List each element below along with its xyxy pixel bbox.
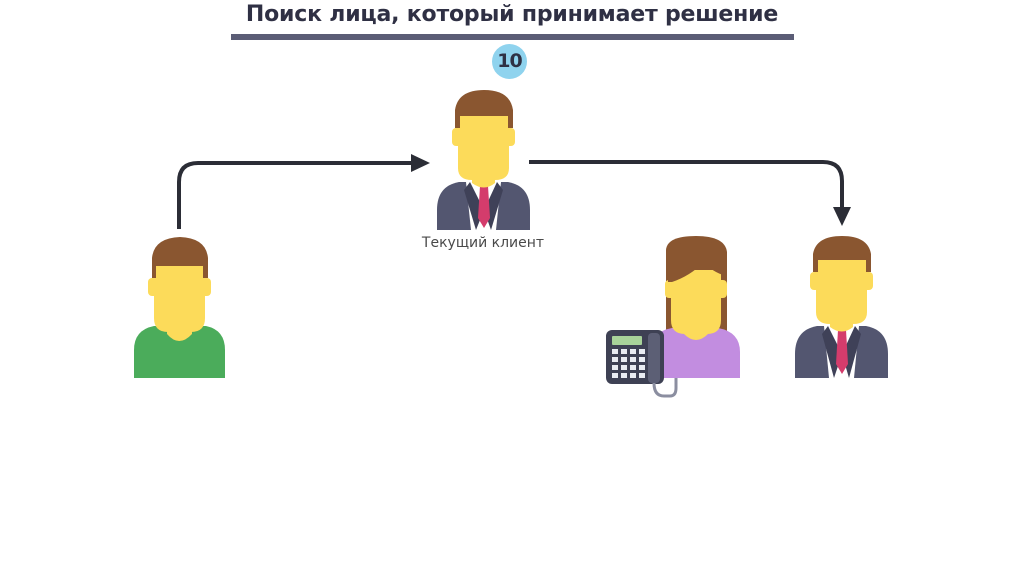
secretary-person-icon bbox=[650, 236, 740, 378]
step-number-badge: 10 bbox=[492, 44, 527, 79]
decision-maker-person-icon bbox=[795, 236, 888, 378]
arrow-client-to-decision-maker bbox=[529, 160, 851, 226]
current-client-person-icon bbox=[437, 90, 530, 230]
current-client-label: Текущий клиент bbox=[421, 235, 544, 251]
slide-title: Поиск лица, который принимает решение bbox=[245, 2, 779, 27]
referrer-person-icon bbox=[134, 237, 225, 378]
desk-phone-icon bbox=[606, 330, 678, 398]
arrow-referrer-to-client bbox=[177, 154, 430, 229]
title-underline bbox=[231, 34, 794, 40]
